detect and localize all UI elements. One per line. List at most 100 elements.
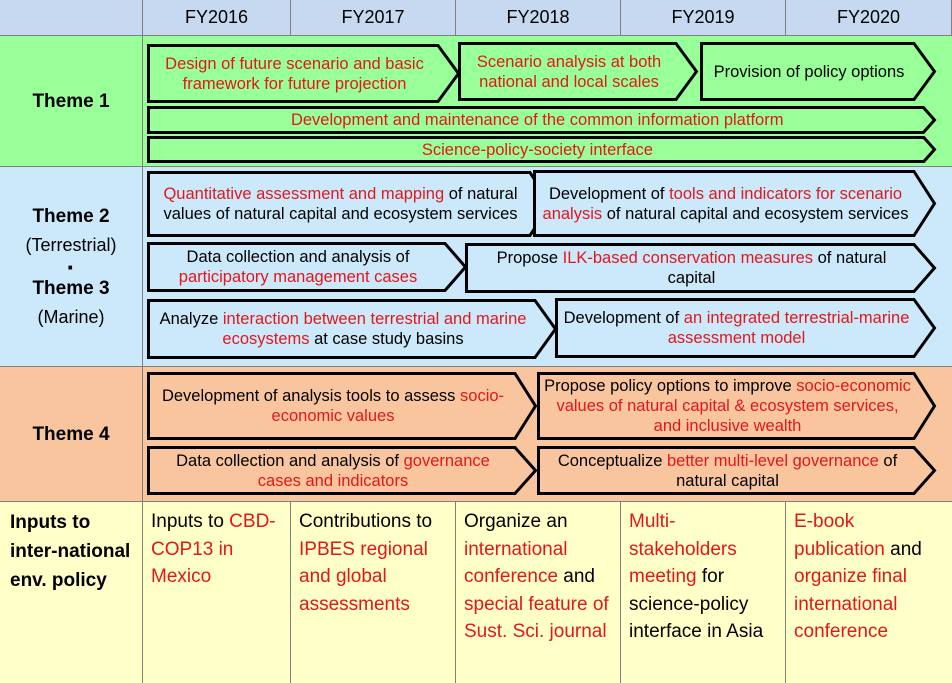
theme1-arrow-scenario-analysis: Scenario analysis at both national and l…	[458, 42, 699, 101]
arrow-label: Development and maintenance of the commo…	[153, 106, 921, 134]
theme4-arrow-analysis-tools-text-run: socio-economic values	[271, 387, 505, 425]
theme23-arrow-ilk-measures-text-run: ILK-based conservation measures	[562, 249, 814, 267]
theme4-label: Theme 4	[0, 367, 143, 502]
inputs-cell-fy2019-text-run: Multi-stakeholders meeting	[629, 511, 737, 587]
arrow-label: Development of analysis tools to assess …	[153, 372, 513, 440]
arrow-shape	[458, 42, 699, 101]
theme23-arrow-quant-assessment-text-run: of natural values of natural capital and…	[163, 185, 518, 223]
arrow-label-text: Data collection and analysis of particip…	[153, 247, 443, 287]
arrow-body	[537, 446, 937, 495]
theme1-arrow-info-platform-text-run: Development and maintenance of the commo…	[290, 111, 784, 129]
theme4-arrow-multilevel-governance-text-run: better multi-level governance	[666, 451, 879, 470]
inputs-cell-fy2020-text-run: and	[884, 538, 922, 560]
arrow-label-text: Development of analysis tools to assess …	[153, 386, 513, 426]
theme23-arrow-interaction-text-run: Analyze	[159, 310, 223, 328]
arrow-shape	[465, 243, 937, 293]
theme1-label-text: Theme 1	[32, 90, 110, 112]
arrow-body	[537, 372, 937, 440]
theme23-arrow-interaction-text-run: interaction between terrestrial and mari…	[222, 310, 527, 348]
theme23-arrow-integrated-model: Development of an integrated terrestrial…	[555, 298, 937, 358]
arrow-label-text: Data collection and analysis of governan…	[153, 451, 513, 491]
arrow-label-text: Provision of policy options	[714, 62, 905, 82]
theme1-label: Theme 1	[0, 36, 143, 167]
theme23-arrow-quant-assessment-text-run: Quantitative assessment and mapping	[163, 185, 445, 203]
arrow-body	[555, 298, 937, 358]
arrow-shape	[147, 242, 468, 292]
theme4-label-text: Theme 4	[32, 423, 110, 445]
arrow-shape	[147, 372, 538, 440]
inputs-label: Inputs to inter-national env. policy	[0, 502, 143, 683]
year-header-fy2020: FY2020	[786, 0, 952, 36]
arrow-shape	[700, 42, 937, 101]
arrow-shape	[537, 372, 937, 440]
theme3-subtitle: (Marine)	[37, 307, 105, 327]
year-header-fy2018: FY2018	[456, 0, 621, 36]
arrow-shape	[533, 170, 937, 237]
arrow-body	[147, 136, 937, 163]
arrow-label: Scenario analysis at both national and l…	[464, 42, 674, 101]
theme1-arrow-policy-options-text-run: Provision of policy options	[713, 62, 905, 81]
arrow-body	[147, 242, 468, 292]
theme23-separator: ·	[66, 252, 76, 282]
arrow-label-text: Analyze interaction between terrestrial …	[153, 309, 533, 349]
theme4-arrow-policy-options-text-run: Propose policy options to improve	[544, 377, 797, 395]
inputs-cell-fy2019: Multi-stakeholders meeting for science-p…	[621, 502, 786, 683]
theme23-arrow-tools-indicators-text-run: tools and indicators for scenario analys…	[542, 184, 903, 223]
inputs-cell-fy2018-text-run: international conference	[464, 538, 568, 588]
inputs-cell-fy2018-text-run: and	[558, 566, 595, 587]
arrow-label-text: Development of an integrated terrestrial…	[561, 308, 912, 348]
arrow-label-text: Propose policy options to improve socio-…	[543, 376, 912, 436]
theme23-arrow-interaction: Analyze interaction between terrestrial …	[147, 299, 558, 359]
arrow-label: Analyze interaction between terrestrial …	[153, 299, 533, 359]
inputs-cell-fy2017: Contributions to IPBES regional and glob…	[291, 502, 456, 683]
arrow-body	[533, 170, 937, 237]
arrow-body	[147, 44, 461, 103]
arrow-body	[465, 243, 937, 293]
theme23-arrow-tools-indicators-text-run: of natural capital and ecosystem service…	[602, 204, 909, 223]
theme23-arrow-quant-assessment: Quantitative assessment and mapping of n…	[147, 171, 553, 237]
theme4-arrow-multilevel-governance: Conceptualize better multi-level governa…	[537, 446, 937, 495]
arrow-shape	[147, 136, 937, 163]
inputs-cell-fy2016-text-run: Inputs to	[151, 511, 230, 532]
theme1-arrow-info-platform: Development and maintenance of the commo…	[147, 106, 937, 134]
arrow-label-text: Propose ILK-based conservation measures …	[471, 248, 912, 288]
inputs-cell-fy2020-text-run: E-book publication	[794, 511, 885, 560]
inputs-cell-fy2017-text-run: IPBES regional and global assessments	[299, 538, 428, 615]
arrow-body	[147, 446, 538, 495]
arrow-body	[147, 106, 937, 134]
arrow-label: Science-policy-society interface	[153, 136, 922, 163]
arrow-body	[147, 372, 538, 440]
inputs-cell-fy2019-text-run: for science-policy interface in Asia	[629, 566, 764, 642]
arrow-label: Propose policy options to improve socio-…	[543, 372, 912, 440]
theme1-arrow-scenario-analysis-text-run: Scenario analysis at both national and l…	[476, 52, 662, 91]
inputs-cell-fy2016: Inputs to CBD-COP13 in Mexico	[143, 502, 291, 683]
arrow-label-text: Quantitative assessment and mapping of n…	[153, 184, 528, 224]
arrow-label-text: Development and maintenance of the commo…	[291, 110, 784, 130]
arrow-label: Data collection and analysis of particip…	[153, 242, 443, 292]
inputs-cell-fy2020: E-book publication and organize final in…	[786, 502, 952, 683]
arrow-label: Propose ILK-based conservation measures …	[471, 243, 912, 293]
theme23-arrow-participatory-text-run: participatory management cases	[178, 268, 418, 286]
header-corner	[0, 0, 143, 36]
theme1-arrow-science-policy: Science-policy-society interface	[147, 136, 937, 163]
inputs-cell-fy2018: Organize an international conference and…	[456, 502, 621, 683]
arrow-label: Development of an integrated terrestrial…	[561, 298, 912, 358]
arrow-body	[700, 42, 937, 101]
theme23-arrow-interaction-text-run: at case study basins	[309, 330, 464, 348]
theme4-arrow-governance-cases-text-run: Data collection and analysis of	[176, 451, 404, 470]
arrow-label-text: Conceptualize better multi-level governa…	[543, 451, 912, 491]
arrow-label: Provision of policy options	[706, 42, 912, 101]
theme4-arrow-multilevel-governance-text-run: Conceptualize	[557, 451, 667, 470]
theme3-label-text: Theme 3	[32, 278, 110, 299]
arrow-shape	[147, 299, 558, 359]
theme23-arrow-integrated-model-text-run: Development of	[563, 309, 684, 327]
arrow-shape	[147, 44, 461, 103]
year-header-fy2019: FY2019	[621, 0, 786, 36]
theme4-arrow-multilevel-governance-text-run: of natural capital	[676, 451, 898, 490]
arrow-shape	[147, 446, 538, 495]
inputs-band	[0, 502, 952, 683]
theme23-arrow-participatory-text-run: Data collection and analysis of	[186, 248, 410, 266]
arrow-shape	[555, 298, 937, 358]
theme23-arrow-participatory: Data collection and analysis of particip…	[147, 242, 468, 292]
arrow-label: Development of tools and indicators for …	[539, 170, 912, 237]
